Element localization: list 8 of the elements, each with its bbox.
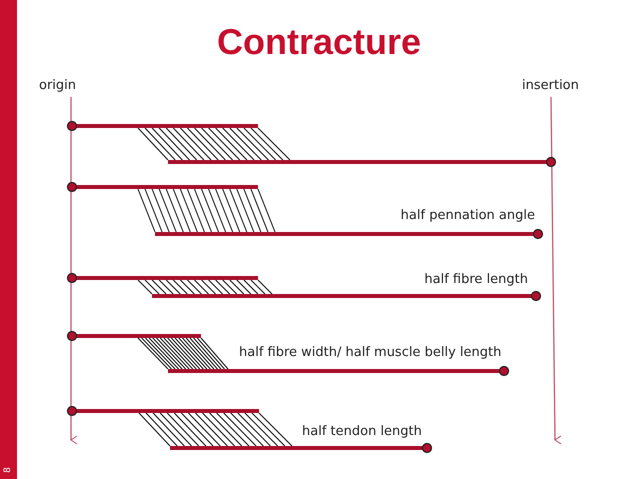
dimension-label: half pennation angle [400,208,535,224]
title: Contracture [216,22,422,62]
origin-label: origin [39,78,76,94]
dimension-label: half fibre width/ half muscle belly length [239,345,502,361]
slide-number: 8 [2,466,14,475]
dimension-label: half fibre length [424,272,528,288]
dimension-label: half tendon length [302,424,422,440]
insertion-label: insertion [522,78,579,94]
